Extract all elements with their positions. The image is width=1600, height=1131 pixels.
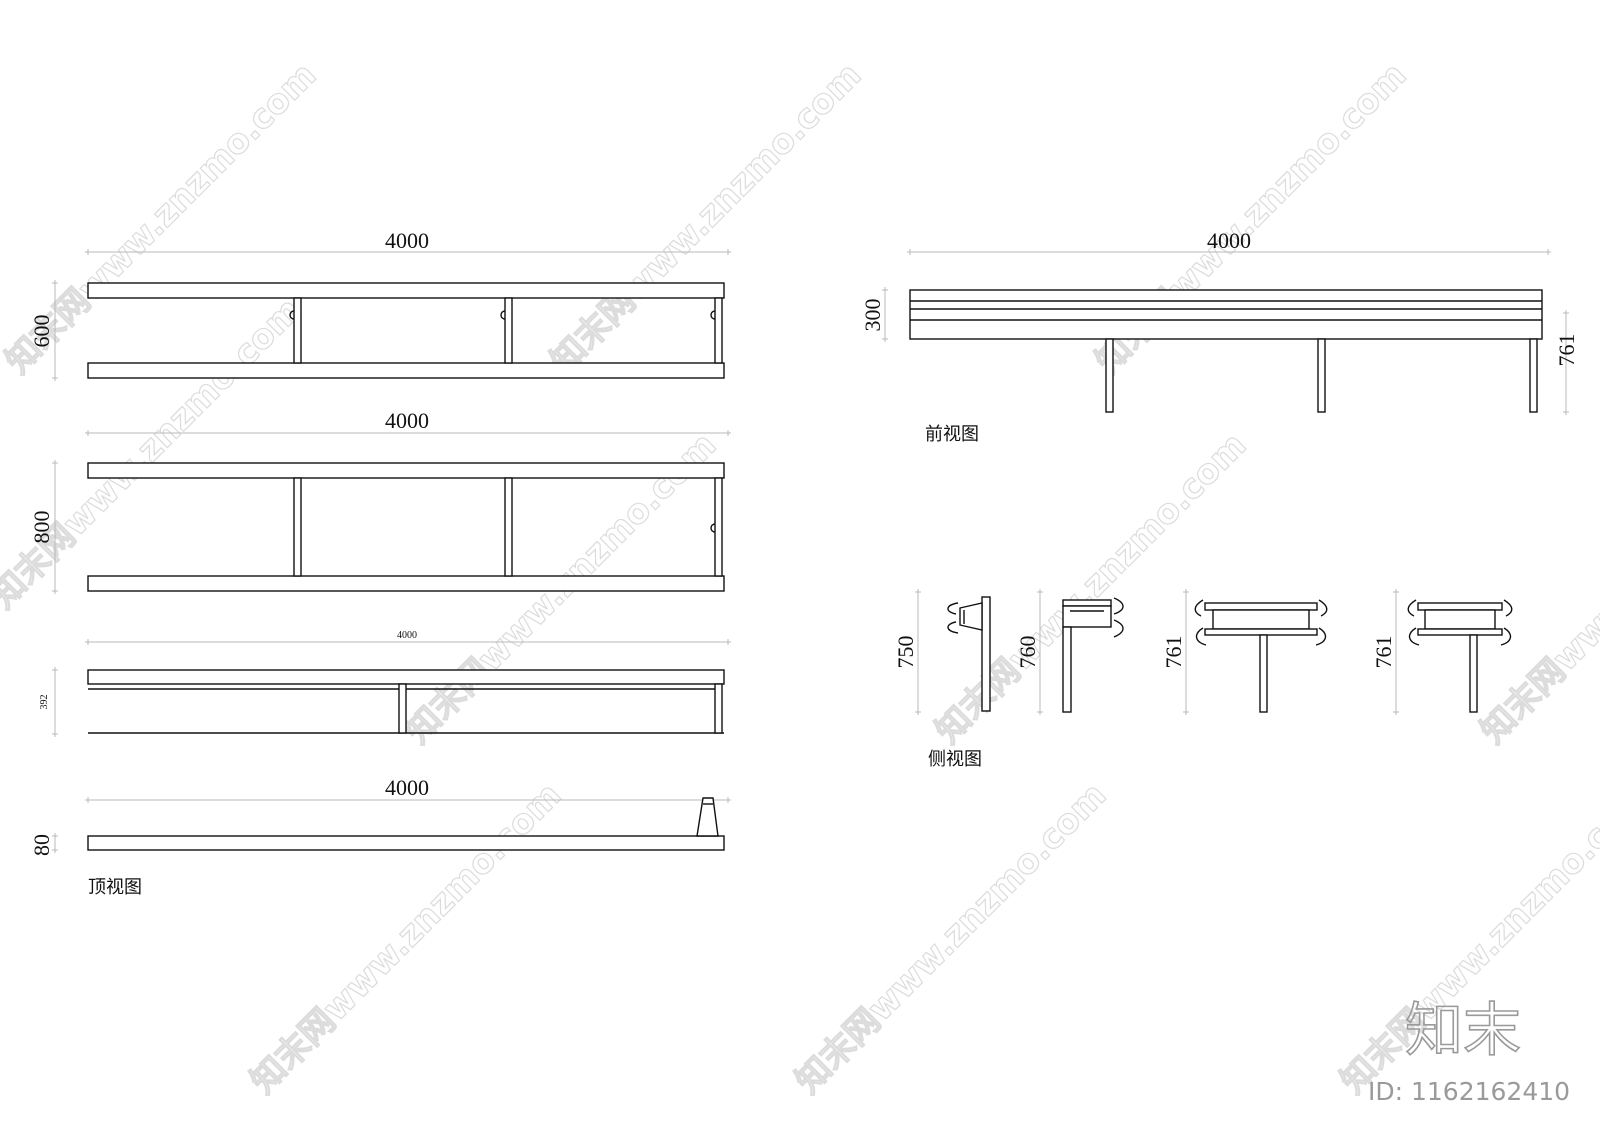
side-profile-760: 760 [1015, 589, 1124, 715]
top-view-plan-600: 4000 600 [29, 228, 731, 381]
seat-top [1204, 602, 1318, 611]
height-label: 760 [1015, 636, 1040, 669]
image-id: ID: 1162162410 [1368, 1077, 1570, 1106]
seat-frame [1424, 609, 1496, 630]
end-bracket [696, 797, 719, 837]
depth-label: 800 [29, 511, 54, 544]
cross-support [293, 477, 302, 577]
height-label: 761 [1371, 636, 1396, 669]
break-line [947, 602, 959, 634]
brand-logo: 知末 [1405, 996, 1521, 1064]
cross-support [714, 477, 723, 577]
front-rail [87, 362, 725, 379]
side-view: 750 760 761 761 [893, 589, 1513, 770]
watermark-text: 知末网www.znzmo.com [543, 55, 869, 381]
length-label: 4000 [1207, 228, 1251, 253]
support-post [1469, 634, 1478, 713]
height-label: 761 [1161, 636, 1186, 669]
seat-bottom [1417, 628, 1503, 636]
top-view-plan-80: 4000 80 顶视图 [29, 775, 731, 898]
brand-mark: 知末 ID: 1162162410 [1368, 995, 1570, 1106]
connector-mark [710, 523, 716, 533]
seat-frame [1212, 609, 1310, 630]
seat-top [1062, 599, 1112, 607]
seat-top [1417, 602, 1503, 611]
height-label: 750 [893, 636, 918, 669]
cross-support [504, 477, 513, 577]
length-label: 4000 [397, 630, 417, 641]
side-view-title: 侧视图 [928, 749, 982, 770]
support-post [1259, 634, 1268, 713]
side-profile-750: 750 [893, 589, 991, 715]
break-line [1194, 599, 1328, 646]
watermark-text: 知末网www.znzmo.com [1473, 425, 1600, 751]
bench-top [909, 289, 1543, 340]
bench-strip [87, 835, 725, 851]
front-rail [87, 575, 725, 592]
seat-bottom [1204, 628, 1318, 636]
side-profile-761-b: 761 [1371, 589, 1513, 715]
bench-leg [1105, 338, 1114, 413]
cross-support [714, 683, 723, 734]
top-view-title: 顶视图 [88, 877, 142, 898]
back-rail [87, 282, 725, 299]
bench-leg [1317, 338, 1326, 413]
length-label: 4000 [385, 228, 429, 253]
cross-support [293, 297, 302, 364]
support-post [981, 596, 991, 712]
connector-mark [710, 310, 716, 320]
watermark-text: 知末网www.znzmo.com [788, 775, 1114, 1101]
top-view-plan-800: 4000 800 [29, 408, 731, 594]
length-label: 4000 [385, 775, 429, 800]
cross-support [398, 683, 407, 734]
back-rail [87, 669, 725, 685]
total-height-label: 761 [1554, 334, 1579, 367]
cross-support [504, 297, 513, 364]
top-view-plan-392: 4000 392 [39, 630, 731, 737]
seat-section [959, 602, 983, 631]
break-line [1407, 599, 1513, 646]
length-label: 4000 [385, 408, 429, 433]
side-profile-761-a: 761 [1161, 589, 1328, 715]
support-post [1062, 626, 1072, 713]
watermark-text: 知末网www.znzmo.com [243, 775, 569, 1101]
back-rail [87, 462, 725, 479]
connector-mark [500, 310, 506, 320]
break-line [1113, 597, 1124, 638]
bench-leg [1529, 338, 1538, 413]
depth-label: 600 [29, 315, 54, 348]
watermark-text: 知末网www.znzmo.com [928, 425, 1254, 751]
depth-label: 80 [29, 834, 54, 856]
front-view-title: 前视图 [925, 424, 979, 445]
connector-mark [289, 310, 295, 320]
depth-label: 392 [39, 695, 50, 710]
front-view: 4000 300 761 前视图 [860, 228, 1579, 445]
cross-support [714, 297, 723, 364]
top-height-label: 300 [860, 299, 885, 332]
seat-frame [1062, 605, 1112, 628]
